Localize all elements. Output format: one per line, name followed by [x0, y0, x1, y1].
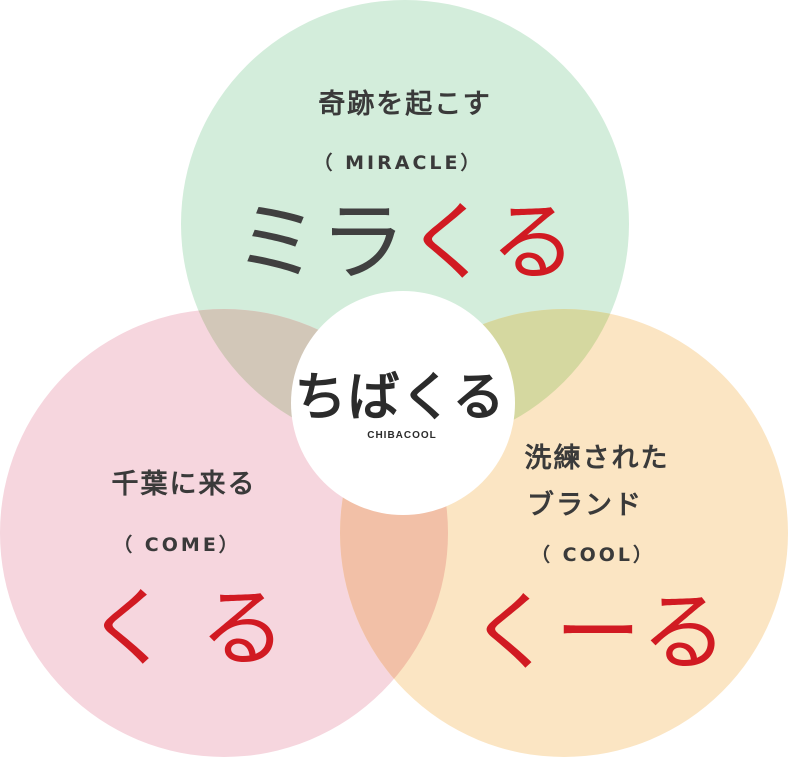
come-title: 千葉に来る: [111, 469, 257, 500]
cool-title-line2: ブランド: [527, 490, 643, 521]
miracle-word-dark: ミラ: [233, 193, 406, 293]
miracle-english: （ MIRACLE）: [313, 152, 483, 174]
chibakuru-logo: ちばくる: [294, 368, 506, 428]
cool-english: （ COOL）: [531, 544, 655, 566]
chibacool-logo-sub: CHIBACOOL: [367, 430, 437, 441]
cool-title-line1: 洗練された: [524, 443, 670, 474]
miracle-word: ミラくる: [234, 200, 576, 286]
miracle-title: 奇跡を起こす: [318, 89, 492, 120]
miracle-word-red: くる: [405, 193, 577, 293]
come-english: （ COME）: [113, 534, 241, 556]
center-circle: [291, 291, 515, 515]
cool-word: くーる: [469, 583, 727, 683]
come-word: く る: [86, 579, 286, 679]
